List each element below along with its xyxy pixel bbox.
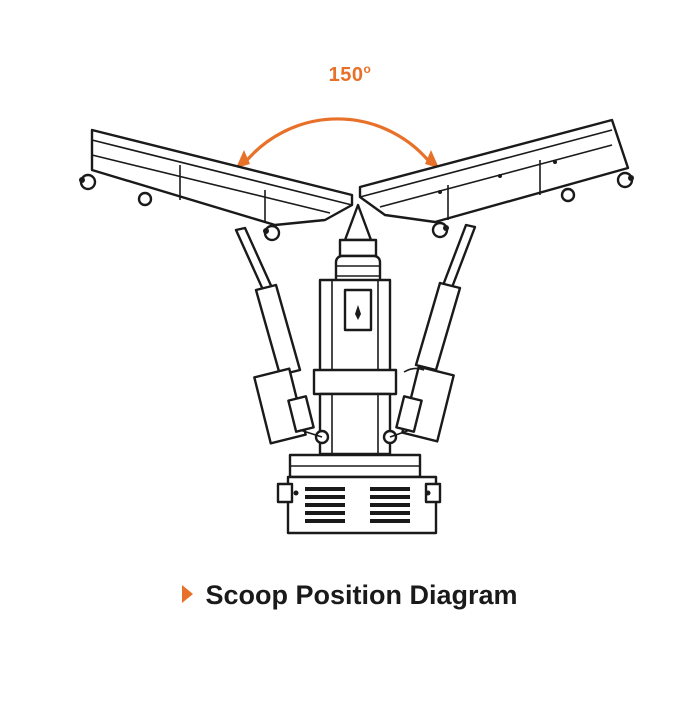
angle-arc [236,117,439,168]
right-scoop-arm [358,118,634,239]
base-unit [276,453,442,535]
caption-triangle-icon [182,585,194,603]
arc-arrowhead-right [425,150,439,168]
arc-arrowhead-left [236,150,250,168]
left-scoop-arm [79,128,354,242]
caption-text: Scoop Position Diagram [205,580,518,610]
diagram-caption: Scoop Position Diagram [0,580,700,611]
angle-label: 150o [300,62,400,87]
base-vent-right [370,487,410,523]
central-mast [312,203,398,456]
angle-value: 150 [328,64,364,86]
angle-unit: o [363,62,372,76]
right-actuator [382,223,477,445]
left-actuator [234,226,330,445]
base-vent-left [305,487,345,523]
